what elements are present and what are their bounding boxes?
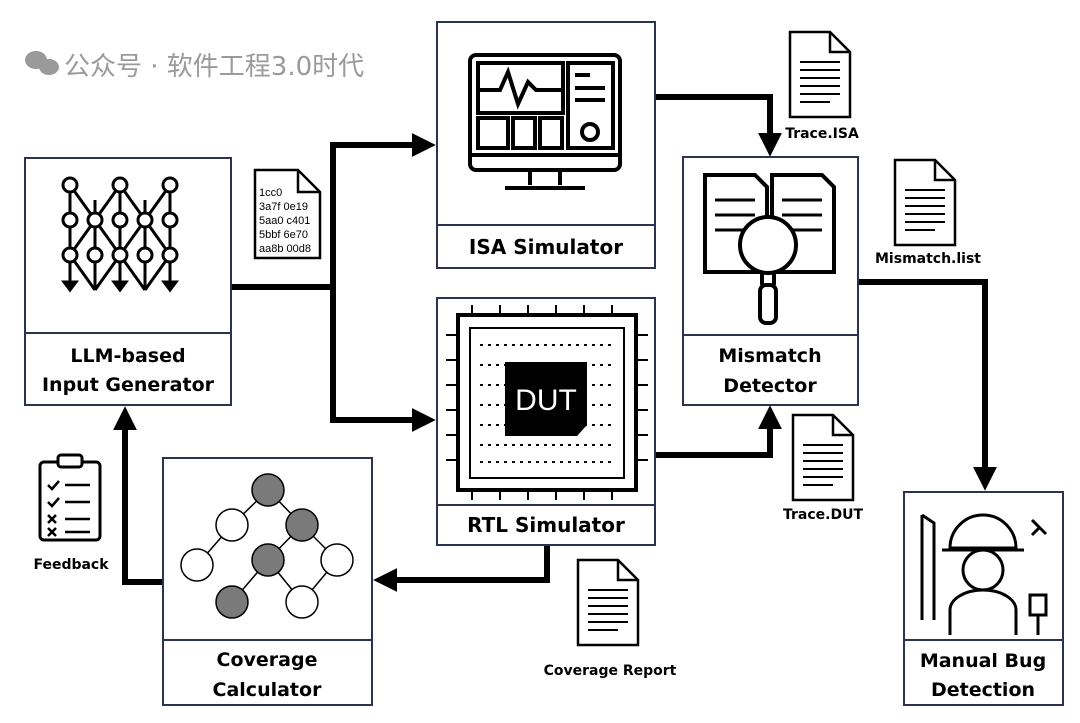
feedback-label: Feedback xyxy=(33,557,109,573)
wechat-logo-icon xyxy=(25,51,59,75)
trace-dut-document: Trace.DUT xyxy=(783,413,863,523)
watermark-text: 公众号 · 软件工程3.0时代 xyxy=(64,52,364,82)
arrow-mismatch-to-manual xyxy=(858,279,997,491)
arrow-to-isa xyxy=(330,133,436,290)
trace-isa-label: Trace.ISA xyxy=(785,126,859,142)
manual-bug-detection-box: Manual Bug Detection xyxy=(903,491,1064,706)
mismatch-label-line1: Mismatch xyxy=(718,345,821,367)
hex-line: 5aa0 c401 xyxy=(259,215,310,227)
rtl-label: RTL Simulator xyxy=(467,513,625,537)
mismatch-list-label: Mismatch.list xyxy=(875,251,981,267)
watermark: 公众号 · 软件工程3.0时代 xyxy=(25,51,364,82)
hex-line: aa8b 00d8 xyxy=(259,243,311,255)
coverage-graph-icon xyxy=(180,473,354,619)
dut-label: DUT xyxy=(515,384,577,417)
mismatch-detector-box: Mismatch Detector xyxy=(682,156,859,406)
hex-line: 5bbf 6e70 xyxy=(259,229,308,241)
coverage-label-line2: Calculator xyxy=(213,679,323,701)
feedback-clipboard: Feedback xyxy=(33,453,109,573)
arrow-rtl-to-coverage xyxy=(373,545,550,592)
llm-label-line2: Input Generator xyxy=(42,374,215,396)
neural-network-icon xyxy=(61,176,179,293)
compare-documents-icon xyxy=(703,173,836,325)
arrow-isa-to-mismatch xyxy=(655,94,782,157)
arrow-coverage-to-llm xyxy=(113,406,163,585)
hex-line: 1cc0 xyxy=(259,187,282,199)
clipboard-checklist-icon xyxy=(38,453,102,542)
coverage-calculator-box: Coverage Calculator xyxy=(162,457,373,706)
mismatch-list-document: Mismatch.list xyxy=(875,158,981,267)
arrow-to-rtl xyxy=(330,284,436,432)
manual-label-line1: Manual Bug xyxy=(920,650,1046,672)
input-hex-document: 1cc0 3a7f 0e19 5aa0 c401 5bbf 6e70 aa8b … xyxy=(253,168,322,260)
llm-label-line1: LLM-based xyxy=(70,345,185,367)
arrows xyxy=(113,94,997,592)
mismatch-label-line2: Detector xyxy=(723,375,817,397)
trace-dut-label: Trace.DUT xyxy=(783,507,863,523)
trace-isa-document: Trace.ISA xyxy=(785,30,859,142)
isa-simulator-box: ISA Simulator xyxy=(436,21,656,269)
hex-line: 3a7f 0e19 xyxy=(259,201,308,213)
isa-label: ISA Simulator xyxy=(469,235,623,259)
arrow-rtl-to-mismatch xyxy=(655,405,782,458)
coverage-report-document: Coverage Report xyxy=(544,558,677,679)
manual-label-line2: Detection xyxy=(931,679,1035,701)
rtl-simulator-box: DUT RTL Simulator xyxy=(436,297,656,546)
chip-icon: DUT xyxy=(446,305,648,500)
coverage-report-label: Coverage Report xyxy=(544,663,677,679)
coverage-label-line1: Coverage xyxy=(217,649,318,671)
engineer-icon xyxy=(920,513,1048,635)
monitor-icon xyxy=(468,53,622,190)
llm-input-generator-box: LLM-based Input Generator xyxy=(24,157,232,406)
